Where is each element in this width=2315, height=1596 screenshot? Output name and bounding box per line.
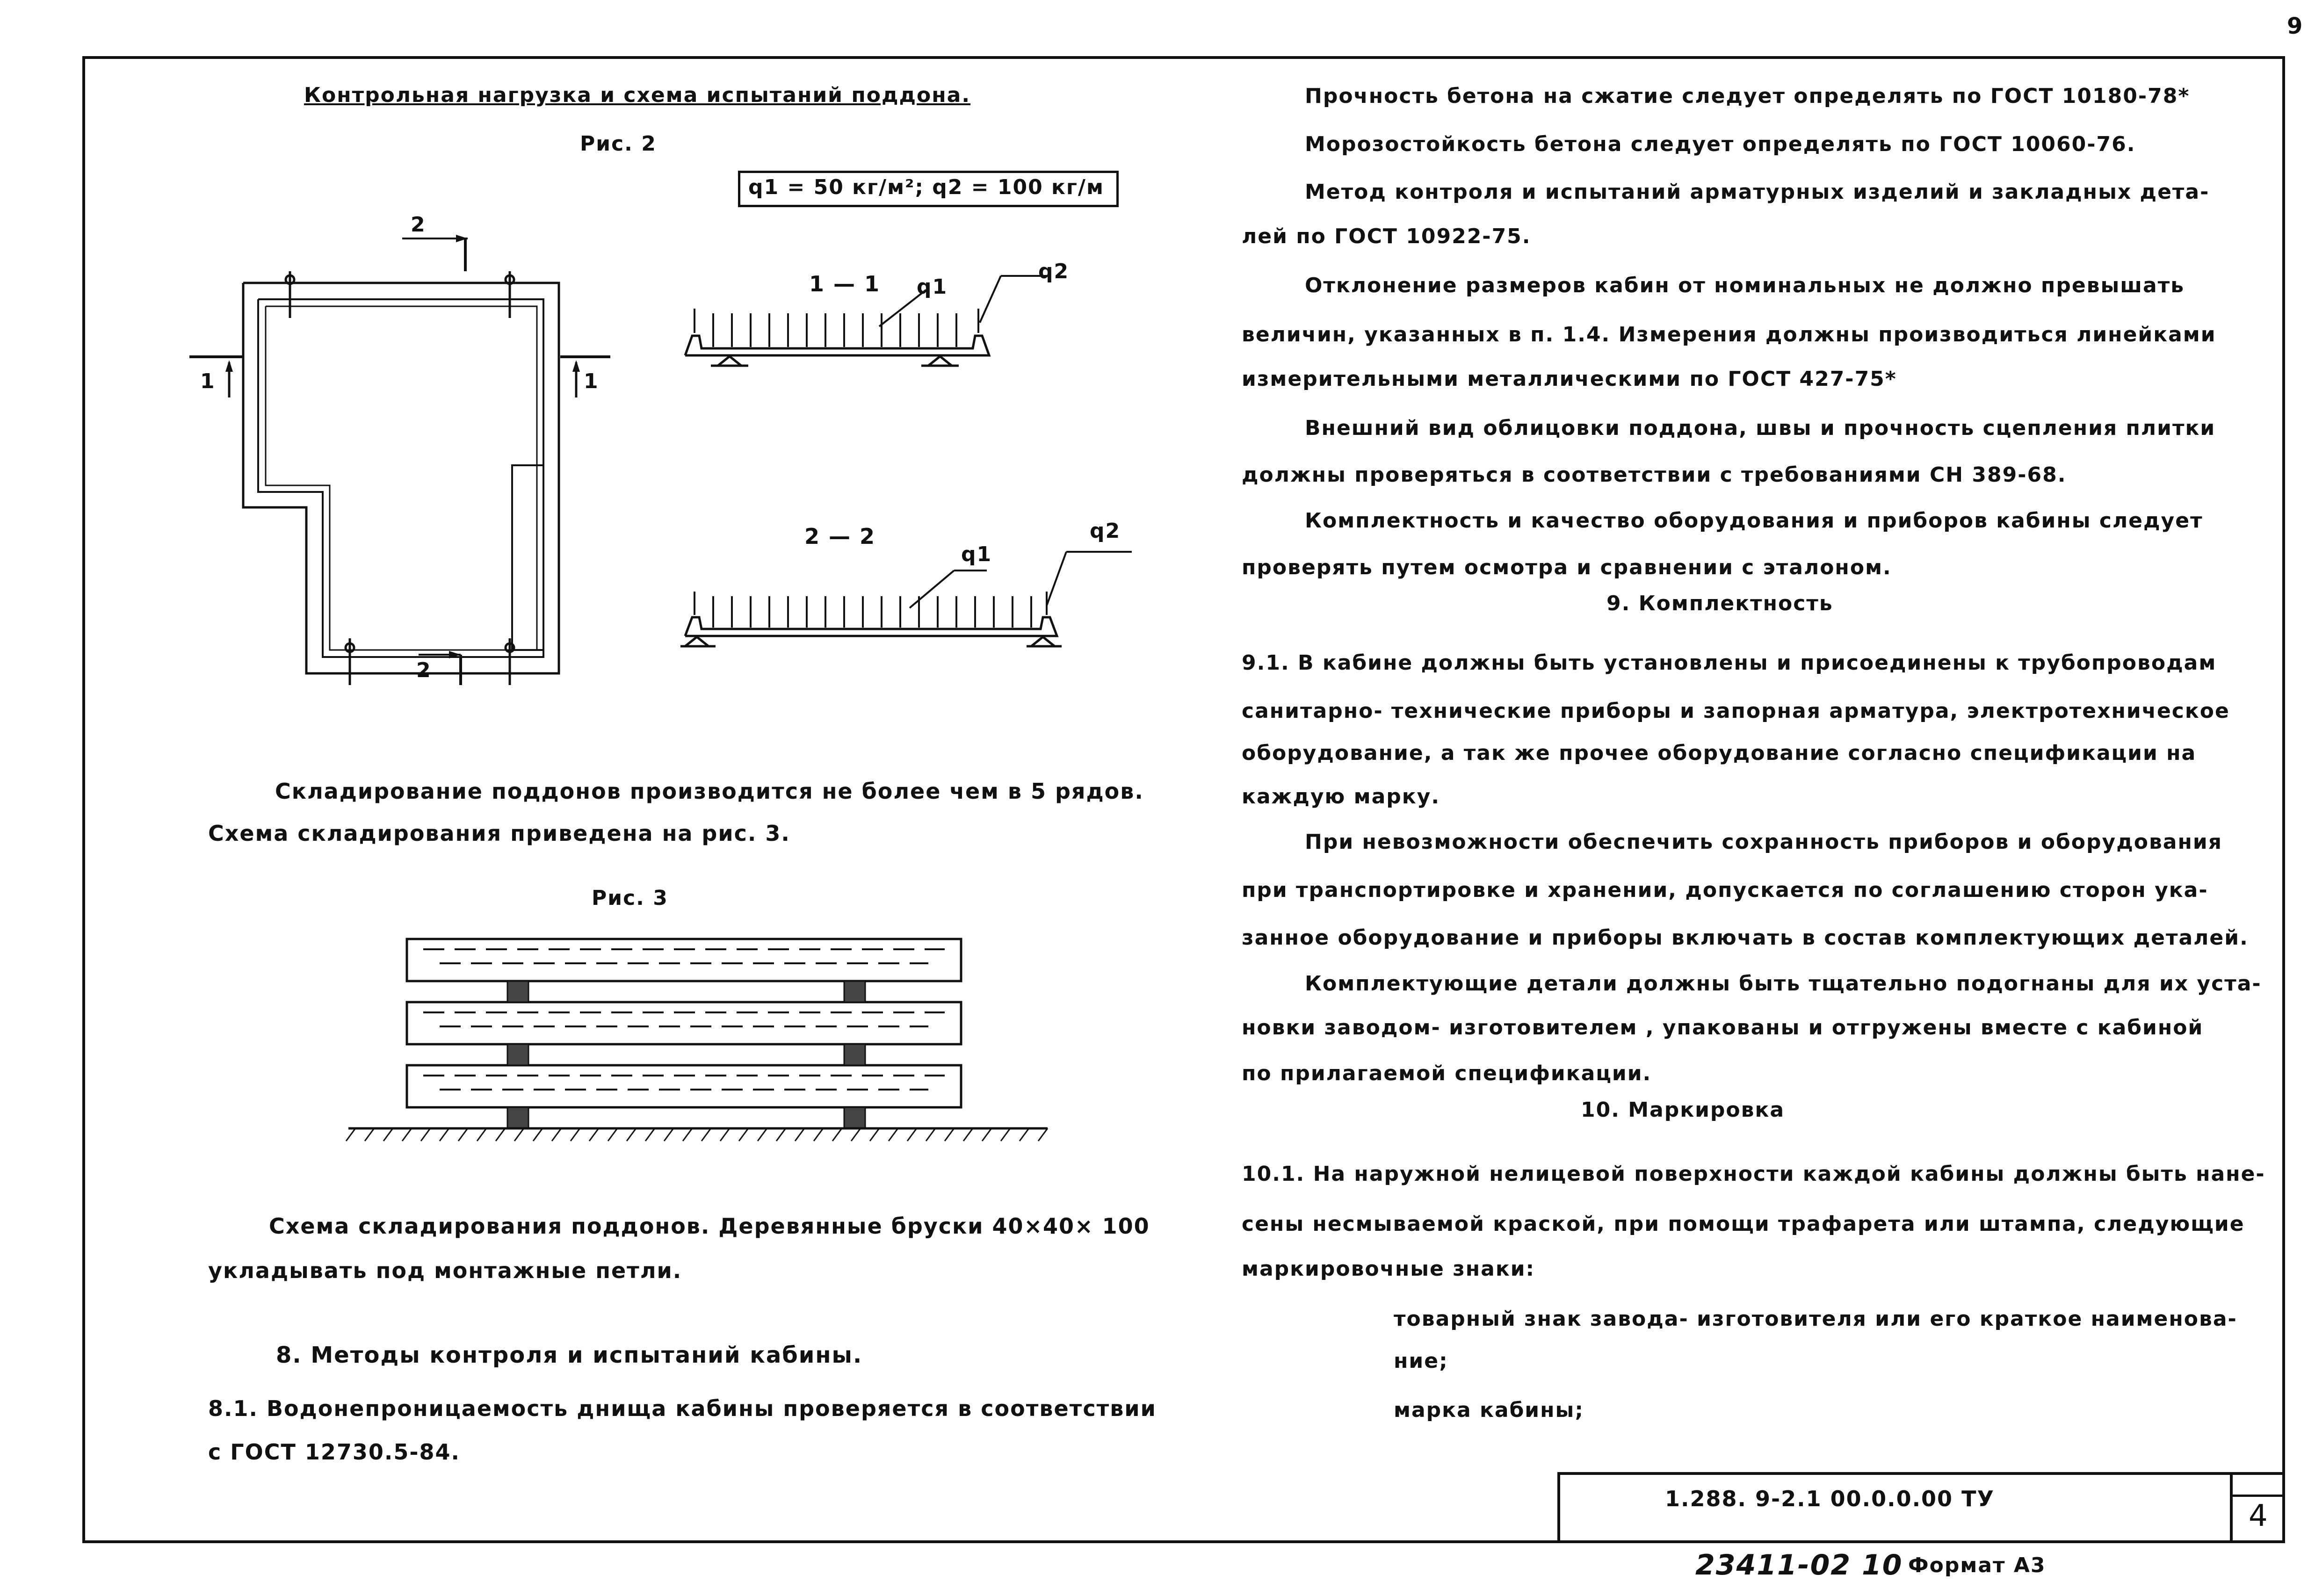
section-8-1-line1: 8.1. Водонепроницаемость днища кабины пр… (208, 1396, 1157, 1421)
section-9-line-2: санитарно- технические приборы и запорна… (1242, 699, 2230, 723)
section-2-2-q1: q1 (961, 542, 992, 566)
cut-label-1-right: 1 (584, 369, 599, 393)
section-9-line-4: каждую марку. (1242, 785, 1440, 809)
storage-text-line2: Схема складирования приведена на рис. 3. (208, 821, 790, 846)
section-9-line-10: по прилагаемой спецификации. (1242, 1062, 1652, 1085)
cut-label-2-top: 2 (411, 213, 426, 237)
inventory-number: 23411-02 10 (1695, 1549, 1903, 1582)
document-code: 1.288. 9-2.1 00.0.0.00 ТУ (1665, 1486, 1995, 1511)
load-legend-box (738, 171, 1119, 207)
right-text-line-5: Отклонение размеров кабин от номинальных… (1305, 274, 2185, 297)
right-text-line-11: проверять путем осмотра и сравнении с эт… (1242, 556, 1892, 579)
fig2-label: Рис. 2 (580, 132, 657, 156)
section-10-line-2: сены несмываемой краской, при помощи тра… (1242, 1212, 2245, 1236)
right-text-line-7: измерительными металлическими по ГОСТ 42… (1242, 367, 1897, 391)
right-text-line-2: Морозостойкость бетона следует определят… (1305, 132, 2136, 156)
section-10-item-1: товарный знак завода- изготовителя или е… (1394, 1307, 2237, 1331)
section-10-title: 10. Маркировка (1581, 1098, 1785, 1122)
section-1-1-label: 1 — 1 (809, 271, 881, 296)
right-text-line-3: Метод контроля и испытаний арматурных из… (1305, 180, 2210, 204)
section-9-line-8: Комплектующие детали должны быть тщатель… (1305, 972, 2262, 996)
section-9-title: 9. Комплектность (1606, 592, 1833, 615)
cut-label-1-left: 1 (200, 369, 216, 393)
section-10-line-3: маркировочные знаки: (1242, 1257, 1535, 1281)
sheet-number: 4 (2249, 1499, 2269, 1533)
section-10-line-1: 10.1. На наружной нелицевой поверхности … (1242, 1162, 2265, 1186)
section-9-line-7: занное оборудование и приборы включать в… (1242, 926, 2249, 950)
figure-title: Контрольная нагрузка и схема испытаний п… (304, 83, 971, 107)
scheme-text-line1: Схема складирования поддонов. Деревянные… (269, 1213, 1150, 1239)
right-text-line-9: должны проверяться в соответствии с треб… (1242, 463, 2067, 487)
scheme-text-line2: укладывать под монтажные петли. (208, 1258, 682, 1283)
section-1-1-q2: q2 (1038, 260, 1070, 283)
section-9-line-3: оборудование, а так же прочее оборудован… (1242, 741, 2197, 765)
section-9-line-6: при транспортировке и хранении, допускае… (1242, 878, 2208, 902)
section-8-1-line2: с ГОСТ 12730.5-84. (208, 1439, 460, 1465)
section-8-title: 8. Методы контроля и испытаний кабины. (276, 1342, 863, 1368)
drawing-frame (82, 56, 2285, 1543)
section-9-line-9: новки заводом- изготовителем , упакованы… (1242, 1016, 2204, 1040)
right-text-line-8: Внешний вид облицовки поддона, швы и про… (1305, 416, 2216, 440)
title-block (1557, 1472, 2285, 1543)
page-number: 9 (2287, 13, 2304, 39)
section-2-2-label: 2 — 2 (804, 524, 876, 549)
section-9-line-1: 9.1. В кабине должны быть установлены и … (1242, 651, 2217, 675)
fig3-label: Рис. 3 (592, 886, 668, 910)
section-9-line-5: При невозможности обеспечить сохранность… (1305, 830, 2222, 854)
cut-label-2-bottom: 2 (416, 658, 432, 682)
right-text-line-10: Комплектность и качество оборудования и … (1305, 509, 2203, 533)
load-formula: q1 = 50 кг/м²; q2 = 100 кг/м (748, 175, 1104, 199)
right-text-line-4: лей по ГОСТ 10922-75. (1242, 224, 1531, 248)
sheet-number-cell-divider (2230, 1495, 2285, 1497)
right-text-line-1: Прочность бетона на сжатие следует опред… (1305, 84, 2190, 108)
section-10-item-1-cont: ние; (1394, 1349, 1448, 1373)
paper-format: Формат А3 (1908, 1553, 2046, 1577)
sheet-number-cell (2230, 1472, 2285, 1543)
section-2-2-q2: q2 (1090, 519, 1121, 543)
storage-text-line1: Складирование поддонов производится не б… (275, 779, 1144, 804)
right-text-line-6: величин, указанных в п. 1.4. Измерения д… (1242, 323, 2216, 347)
section-1-1-q1: q1 (917, 275, 948, 299)
section-10-item-2: марка кабины; (1394, 1398, 1584, 1422)
